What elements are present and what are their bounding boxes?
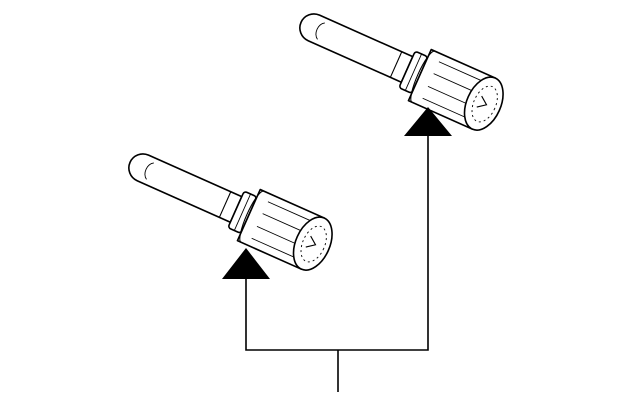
callout-leader: [245, 135, 429, 392]
upper-lock-bolt: [288, 0, 512, 137]
lower-lock-bolt: [117, 135, 341, 277]
upper-pointer-arrow: [404, 107, 452, 136]
lower-pointer-arrow: [222, 248, 270, 279]
